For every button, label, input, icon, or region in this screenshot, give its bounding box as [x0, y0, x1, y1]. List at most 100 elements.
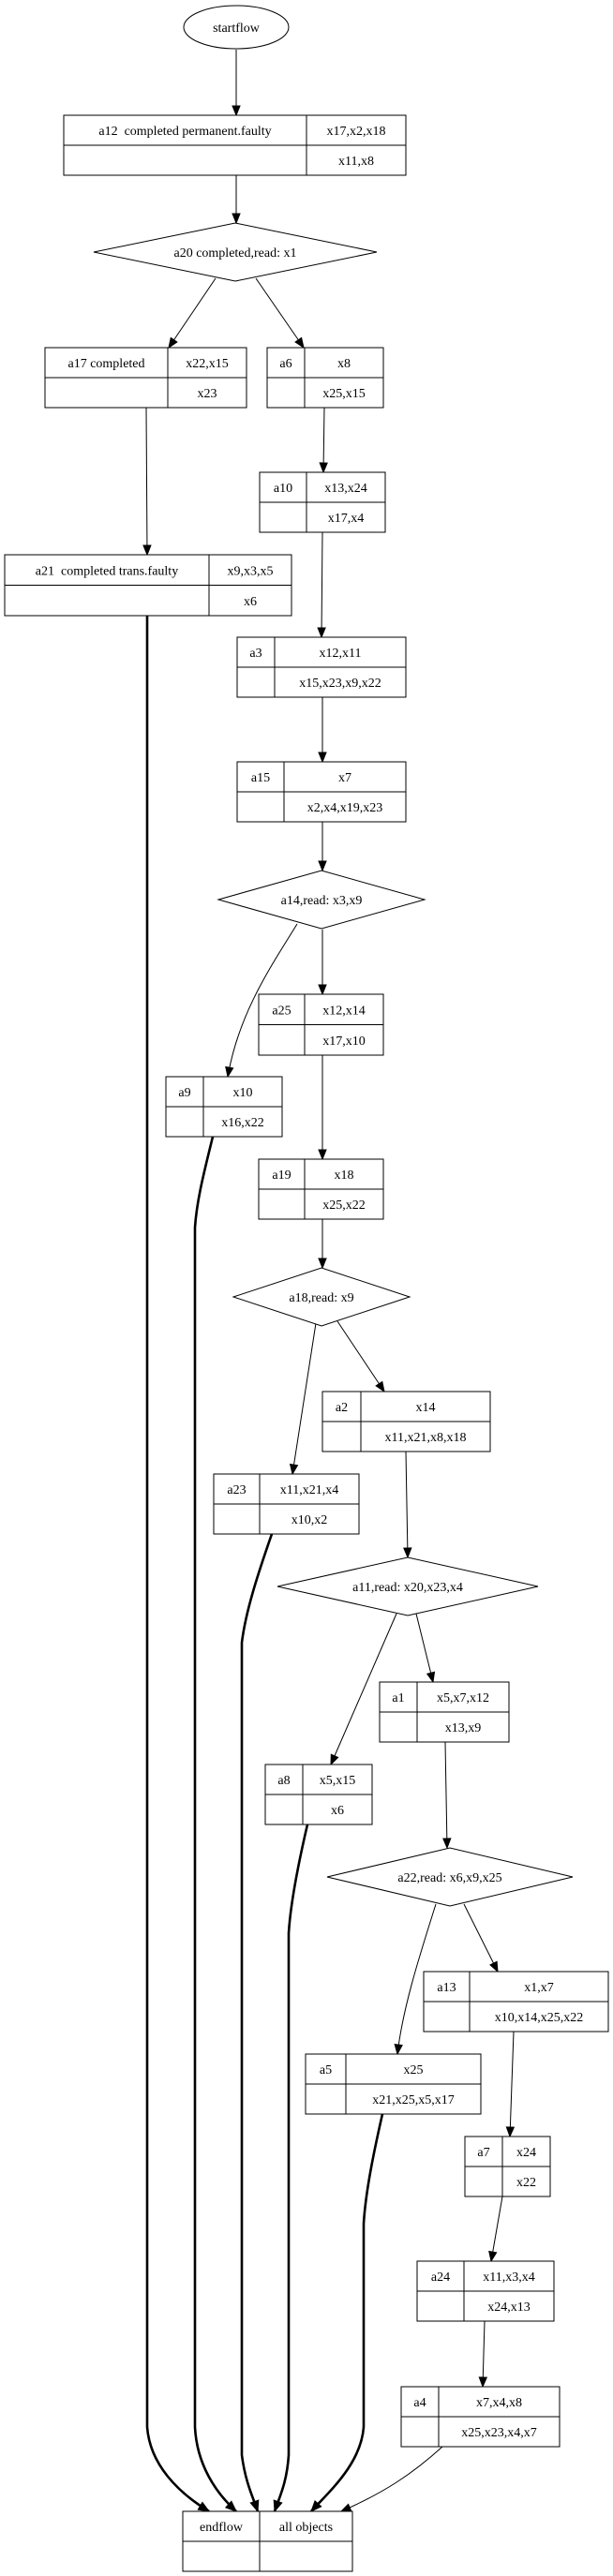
- arrowhead-icon: [489, 1960, 499, 1973]
- arrowhead-icon: [318, 860, 327, 872]
- record-name: a19: [272, 1169, 291, 1183]
- arrowhead-icon: [426, 1671, 436, 1684]
- record-top-values: x7,x4,x8: [476, 2396, 522, 2410]
- record-top-values: x12,x11: [320, 647, 362, 661]
- edge-a5-to-endflow: [310, 2113, 384, 2512]
- edge-a10-to-a3: [317, 531, 326, 639]
- record-bottom-values: x17,x10: [322, 1035, 366, 1049]
- edge-line: [255, 277, 305, 349]
- arrowhead-icon: [403, 1547, 412, 1559]
- record-bottom-values: x22: [516, 2176, 536, 2190]
- decision-diamond: [232, 1267, 411, 1327]
- decision-label: a14,read: x3,x9: [281, 894, 363, 908]
- edge-a24-to-a4: [478, 2320, 488, 2389]
- record-top-values: x1,x7: [524, 1981, 554, 1995]
- edge-a21-to-endflow: [145, 616, 211, 2513]
- edge-a23-to-endflow: [240, 1533, 274, 2513]
- edge-line: [168, 277, 217, 349]
- edges-layer: [142, 50, 516, 2513]
- node-startflow[interactable]: startflow: [183, 5, 290, 50]
- decision-label: a11,read: x20,x23,x4: [352, 1581, 463, 1595]
- edge-line: [193, 1136, 237, 2512]
- record-bottom-values: x6: [331, 1804, 344, 1818]
- record-top-values: x5,x7,x12: [437, 1691, 489, 1705]
- record-name: a21 completed trans.faulty: [36, 564, 178, 578]
- record-name: a5: [320, 2063, 332, 2077]
- decision-diamond: [277, 1556, 539, 1616]
- record-name: a1: [392, 1691, 404, 1705]
- arrowhead-icon: [478, 2376, 488, 2389]
- decision-diamond: [93, 222, 378, 282]
- edge-a9-to-endflow: [193, 1136, 237, 2512]
- record-top-values: x7: [338, 771, 351, 785]
- edge-line: [273, 1824, 309, 2512]
- record-top-values: x8: [337, 357, 351, 371]
- edge-a8-to-endflow: [273, 1824, 309, 2513]
- record-name: a24: [431, 2271, 450, 2285]
- record-bottom-values: x17,x4: [328, 512, 365, 526]
- edge-a22-to-a5: [394, 1903, 437, 2056]
- decision-node-a11[interactable]: a11,read: x20,x23,x4: [277, 1556, 539, 1616]
- decision-node-a22[interactable]: a22,read: x6,x9,x25: [326, 1847, 574, 1907]
- edge-a11-to-a8: [330, 1613, 397, 1766]
- record-bottom-values: x21,x25,x5,x17: [372, 2093, 455, 2107]
- decision-node-a18[interactable]: a18,read: x9: [232, 1267, 411, 1327]
- record-top-values: x11,x21,x4: [280, 1483, 338, 1497]
- decision-label: a22,read: x6,x9,x25: [397, 1871, 501, 1885]
- arrowhead-icon: [317, 627, 326, 639]
- edge-line: [482, 2320, 486, 2388]
- record-bottom-values: x10,x14,x25,x22: [495, 2011, 584, 2025]
- arrowhead-icon: [394, 2044, 403, 2056]
- decision-node-a14[interactable]: a14,read: x3,x9: [217, 870, 426, 930]
- edge-a1-to-a22: [442, 1741, 452, 1850]
- start-label: startflow: [213, 22, 261, 36]
- record-top-values: x11,x3,x4: [483, 2271, 534, 2285]
- edge-line: [310, 2113, 384, 2512]
- edge-a20-to-a6: [255, 277, 305, 350]
- edge-line: [292, 1322, 317, 1475]
- decision-label: a20 completed,read: x1: [173, 246, 296, 261]
- record-bottom-values: x6: [244, 595, 257, 609]
- arrowhead-icon: [339, 2503, 352, 2512]
- arrowhead-icon: [232, 105, 241, 117]
- arrowhead-icon: [318, 752, 327, 764]
- record-name: a9: [178, 1086, 190, 1100]
- edge-line: [405, 1451, 409, 1558]
- arrowhead-icon: [294, 336, 305, 350]
- start-ellipse: [183, 5, 290, 50]
- record-top-values: x9,x3,x5: [228, 564, 274, 578]
- edge-a25-to-a19: [318, 1055, 327, 1161]
- decision-node-a20[interactable]: a20 completed,read: x1: [93, 222, 378, 282]
- edge-line: [145, 407, 148, 556]
- record-name: a2: [336, 1401, 348, 1415]
- edge-a7-to-a24: [488, 2196, 503, 2263]
- record-node-a21[interactable]: a21 completed trans.faulty x9,x3,x5 x6: [4, 554, 292, 617]
- edge-line: [227, 923, 298, 1078]
- record-name: a25: [272, 1004, 291, 1018]
- record-name: a10: [274, 482, 292, 496]
- nodes-layer: startflow a20 completed,read: x1 a14,read…: [4, 5, 609, 2572]
- edge-line: [322, 407, 325, 473]
- record-bottom-values: x2,x4,x19,x23: [307, 801, 383, 815]
- record-bottom-values: x11,x21,x8,x18: [385, 1431, 467, 1445]
